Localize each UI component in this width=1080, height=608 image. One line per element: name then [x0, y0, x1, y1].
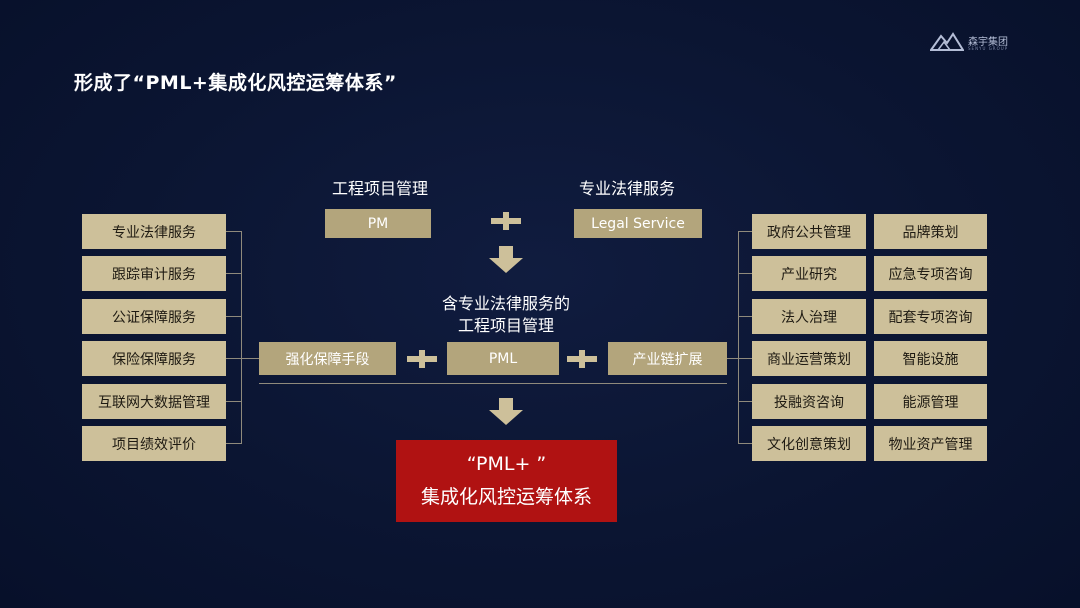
connector-line — [738, 443, 752, 444]
connector-line — [226, 358, 242, 359]
result-line2: 集成化风控运筹体系 — [420, 486, 592, 508]
right-item: 投融资咨询 — [752, 384, 866, 419]
connector-line — [226, 443, 242, 444]
connector-line — [226, 231, 242, 232]
right-item: 产业研究 — [752, 256, 866, 291]
connector-line — [226, 401, 242, 402]
down-arrow-icon — [489, 246, 523, 273]
middle-divider — [259, 383, 727, 384]
plus-icon-left — [407, 350, 437, 368]
left-item: 跟踪审计服务 — [82, 256, 226, 291]
page-title: 形成了“PML+集成化风控运筹体系” — [74, 72, 397, 94]
logo-subtitle: SENYU GROUP — [968, 46, 1009, 51]
pml-plus-system-box: “PML+ ” 集成化风控运筹体系 — [396, 440, 617, 522]
connector-line — [241, 358, 259, 359]
right-bracket — [738, 231, 739, 444]
right-item: 能源管理 — [874, 384, 987, 419]
mountain-logo-icon — [929, 32, 965, 51]
industry-chain-box: 产业链扩展 — [608, 342, 727, 375]
right-item: 法人治理 — [752, 299, 866, 334]
right-item: 商业运营策划 — [752, 341, 866, 376]
pml-box: PML — [447, 342, 559, 375]
left-item: 项目绩效评价 — [82, 426, 226, 461]
right-item: 品牌策划 — [874, 214, 987, 249]
plus-icon-top — [491, 212, 521, 230]
connector-line — [738, 358, 752, 359]
left-item: 专业法律服务 — [82, 214, 226, 249]
pml-caption-line1: 含专业法律服务的 — [441, 294, 570, 313]
pm-label: 工程项目管理 — [331, 179, 428, 198]
pm-box: PM — [325, 209, 431, 238]
connector-line — [738, 273, 752, 274]
right-item: 配套专项咨询 — [874, 299, 987, 334]
legal-service-box: Legal Service — [574, 209, 702, 238]
connector-line — [738, 231, 752, 232]
strengthen-guarantee-box: 强化保障手段 — [259, 342, 396, 375]
connector-line — [226, 273, 242, 274]
right-item: 文化创意策划 — [752, 426, 866, 461]
down-arrow-icon — [489, 398, 523, 425]
right-item: 智能设施 — [874, 341, 987, 376]
left-item: 互联网大数据管理 — [82, 384, 226, 419]
connector-line — [738, 401, 752, 402]
result-line1: “PML+ ” — [466, 453, 547, 475]
right-item: 应急专项咨询 — [874, 256, 987, 291]
connector-line — [738, 316, 752, 317]
plus-icon-right — [567, 350, 597, 368]
left-bracket — [241, 231, 242, 444]
left-item: 公证保障服务 — [82, 299, 226, 334]
left-item: 保险保障服务 — [82, 341, 226, 376]
connector-line — [727, 358, 738, 359]
pml-caption-line2: 工程项目管理 — [457, 316, 554, 335]
right-item: 物业资产管理 — [874, 426, 987, 461]
company-logo: 森宇集团 SENYU GROUP — [929, 30, 1030, 56]
right-item: 政府公共管理 — [752, 214, 866, 249]
connector-line — [226, 316, 242, 317]
logo-name: 森宇集团 — [968, 37, 1008, 48]
legal-label: 专业法律服务 — [578, 179, 675, 198]
